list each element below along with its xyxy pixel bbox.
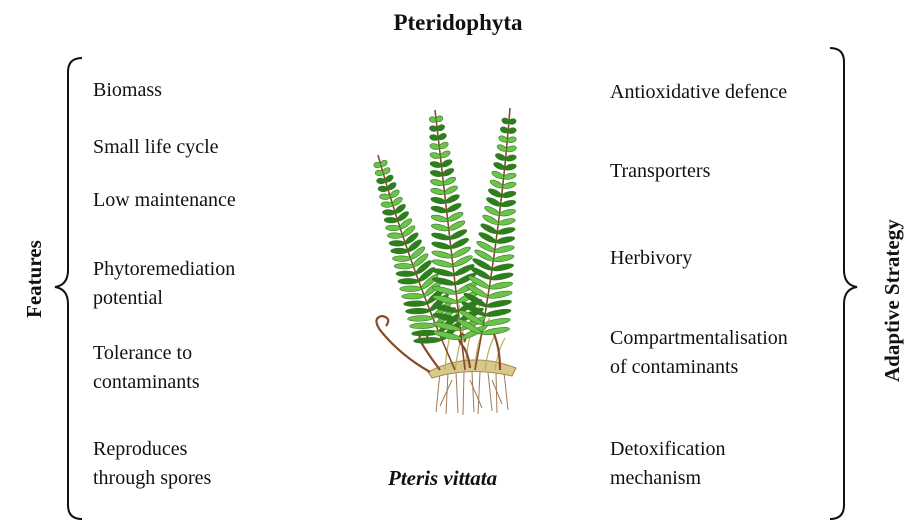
- fern-leaflet: [500, 199, 516, 208]
- feature-phytoremediation-potential: Phytoremediation potential: [93, 255, 235, 313]
- fern-leaflet: [431, 249, 452, 259]
- feature-tolerance-to-contaminants: Tolerance to contaminants: [93, 339, 200, 397]
- fern-leaflet: [502, 181, 517, 190]
- fern-leaflet: [409, 322, 435, 329]
- fern-leaflet: [441, 167, 455, 178]
- fern-leaflet: [489, 178, 504, 189]
- fern-leaflet: [490, 271, 514, 281]
- fern-leaflet: [384, 217, 398, 223]
- fern-leaflet: [387, 233, 403, 239]
- fern-leaflet: [376, 178, 385, 184]
- plant-caption: Pteris vittata: [388, 466, 497, 491]
- fern-leaflet: [491, 262, 514, 272]
- fern-leaflet: [485, 196, 501, 208]
- strategy-transporters: Transporters: [610, 157, 710, 186]
- fern-leaflet: [374, 162, 382, 168]
- fern-leaflet: [402, 293, 425, 299]
- fern-leaflet: [483, 317, 511, 327]
- fern-leaflet: [407, 315, 433, 321]
- fern-leaflet: [389, 240, 405, 246]
- fern-leaflet: [430, 196, 446, 205]
- fern-leaflet: [487, 290, 512, 300]
- fern-leaflet: [396, 271, 416, 277]
- fern-leaflet: [430, 187, 445, 196]
- fern-leaflet: [430, 169, 443, 177]
- feature-reproduces-through-spores: Reproduces through spores: [93, 435, 211, 493]
- fern-leaflet: [431, 223, 450, 233]
- fern-leaflet: [504, 163, 517, 171]
- right-brace: [830, 48, 857, 519]
- fern-leaflet: [378, 186, 388, 192]
- fern-leaflet: [405, 308, 430, 314]
- fern-leaflet: [487, 187, 503, 199]
- fern-leaflet: [443, 184, 458, 195]
- fern-leaflet: [486, 299, 512, 309]
- fern-leaflet: [398, 278, 419, 284]
- fern-leaflet: [392, 256, 410, 262]
- fern-leaflet: [431, 214, 449, 223]
- fern-leaflet: [404, 301, 428, 307]
- strategy-herbivory: Herbivory: [610, 244, 692, 273]
- fern-leaflet: [495, 235, 515, 245]
- feature-biomass: Biomass: [93, 76, 162, 105]
- strategy-antioxidative-defence: Antioxidative defence: [610, 78, 787, 107]
- strategy-detoxification-mechanism: Detoxification mechanism: [610, 435, 726, 493]
- fern-leaflet: [375, 170, 383, 176]
- fern-leaflet: [381, 202, 393, 208]
- feature-small-life-cycle: Small life cycle: [93, 133, 219, 162]
- fern-leaflet: [484, 308, 511, 318]
- fern-leaflet: [430, 205, 447, 214]
- fern-leaflet: [386, 225, 401, 231]
- fern-leaflet: [442, 176, 456, 187]
- fern-leaflet: [430, 178, 444, 187]
- fern-leaflet: [497, 226, 516, 235]
- features-label: Features: [22, 240, 47, 318]
- left-brace: [55, 58, 82, 519]
- fern-leaflet: [491, 170, 505, 181]
- fern-leaflet: [400, 286, 422, 292]
- fern-leaflet: [493, 253, 515, 263]
- fern-leaflet: [489, 281, 513, 291]
- fern-leaflet: [431, 232, 451, 242]
- fern-leaflet: [498, 217, 516, 226]
- fern-leaflet: [501, 190, 517, 199]
- feature-low-maintenance: Low maintenance: [93, 186, 236, 215]
- fern-leaflet: [499, 208, 516, 217]
- strategy-compartmentalisation: Compartmentalisation of contaminants: [610, 324, 788, 382]
- fern-leaflet: [382, 209, 395, 215]
- fern-leaflet: [431, 258, 453, 268]
- fern-leaflet: [391, 248, 408, 254]
- fern-leaflet: [440, 158, 453, 168]
- fern-leaflet: [494, 244, 515, 254]
- fern-leaflet: [503, 172, 517, 181]
- fern-leaflet: [394, 263, 413, 269]
- fern-leaflet: [493, 161, 506, 171]
- adaptive-strategy-label: Adaptive Strategy: [880, 219, 905, 382]
- fern-leaflet: [414, 337, 442, 344]
- fern-leaflet: [431, 240, 452, 250]
